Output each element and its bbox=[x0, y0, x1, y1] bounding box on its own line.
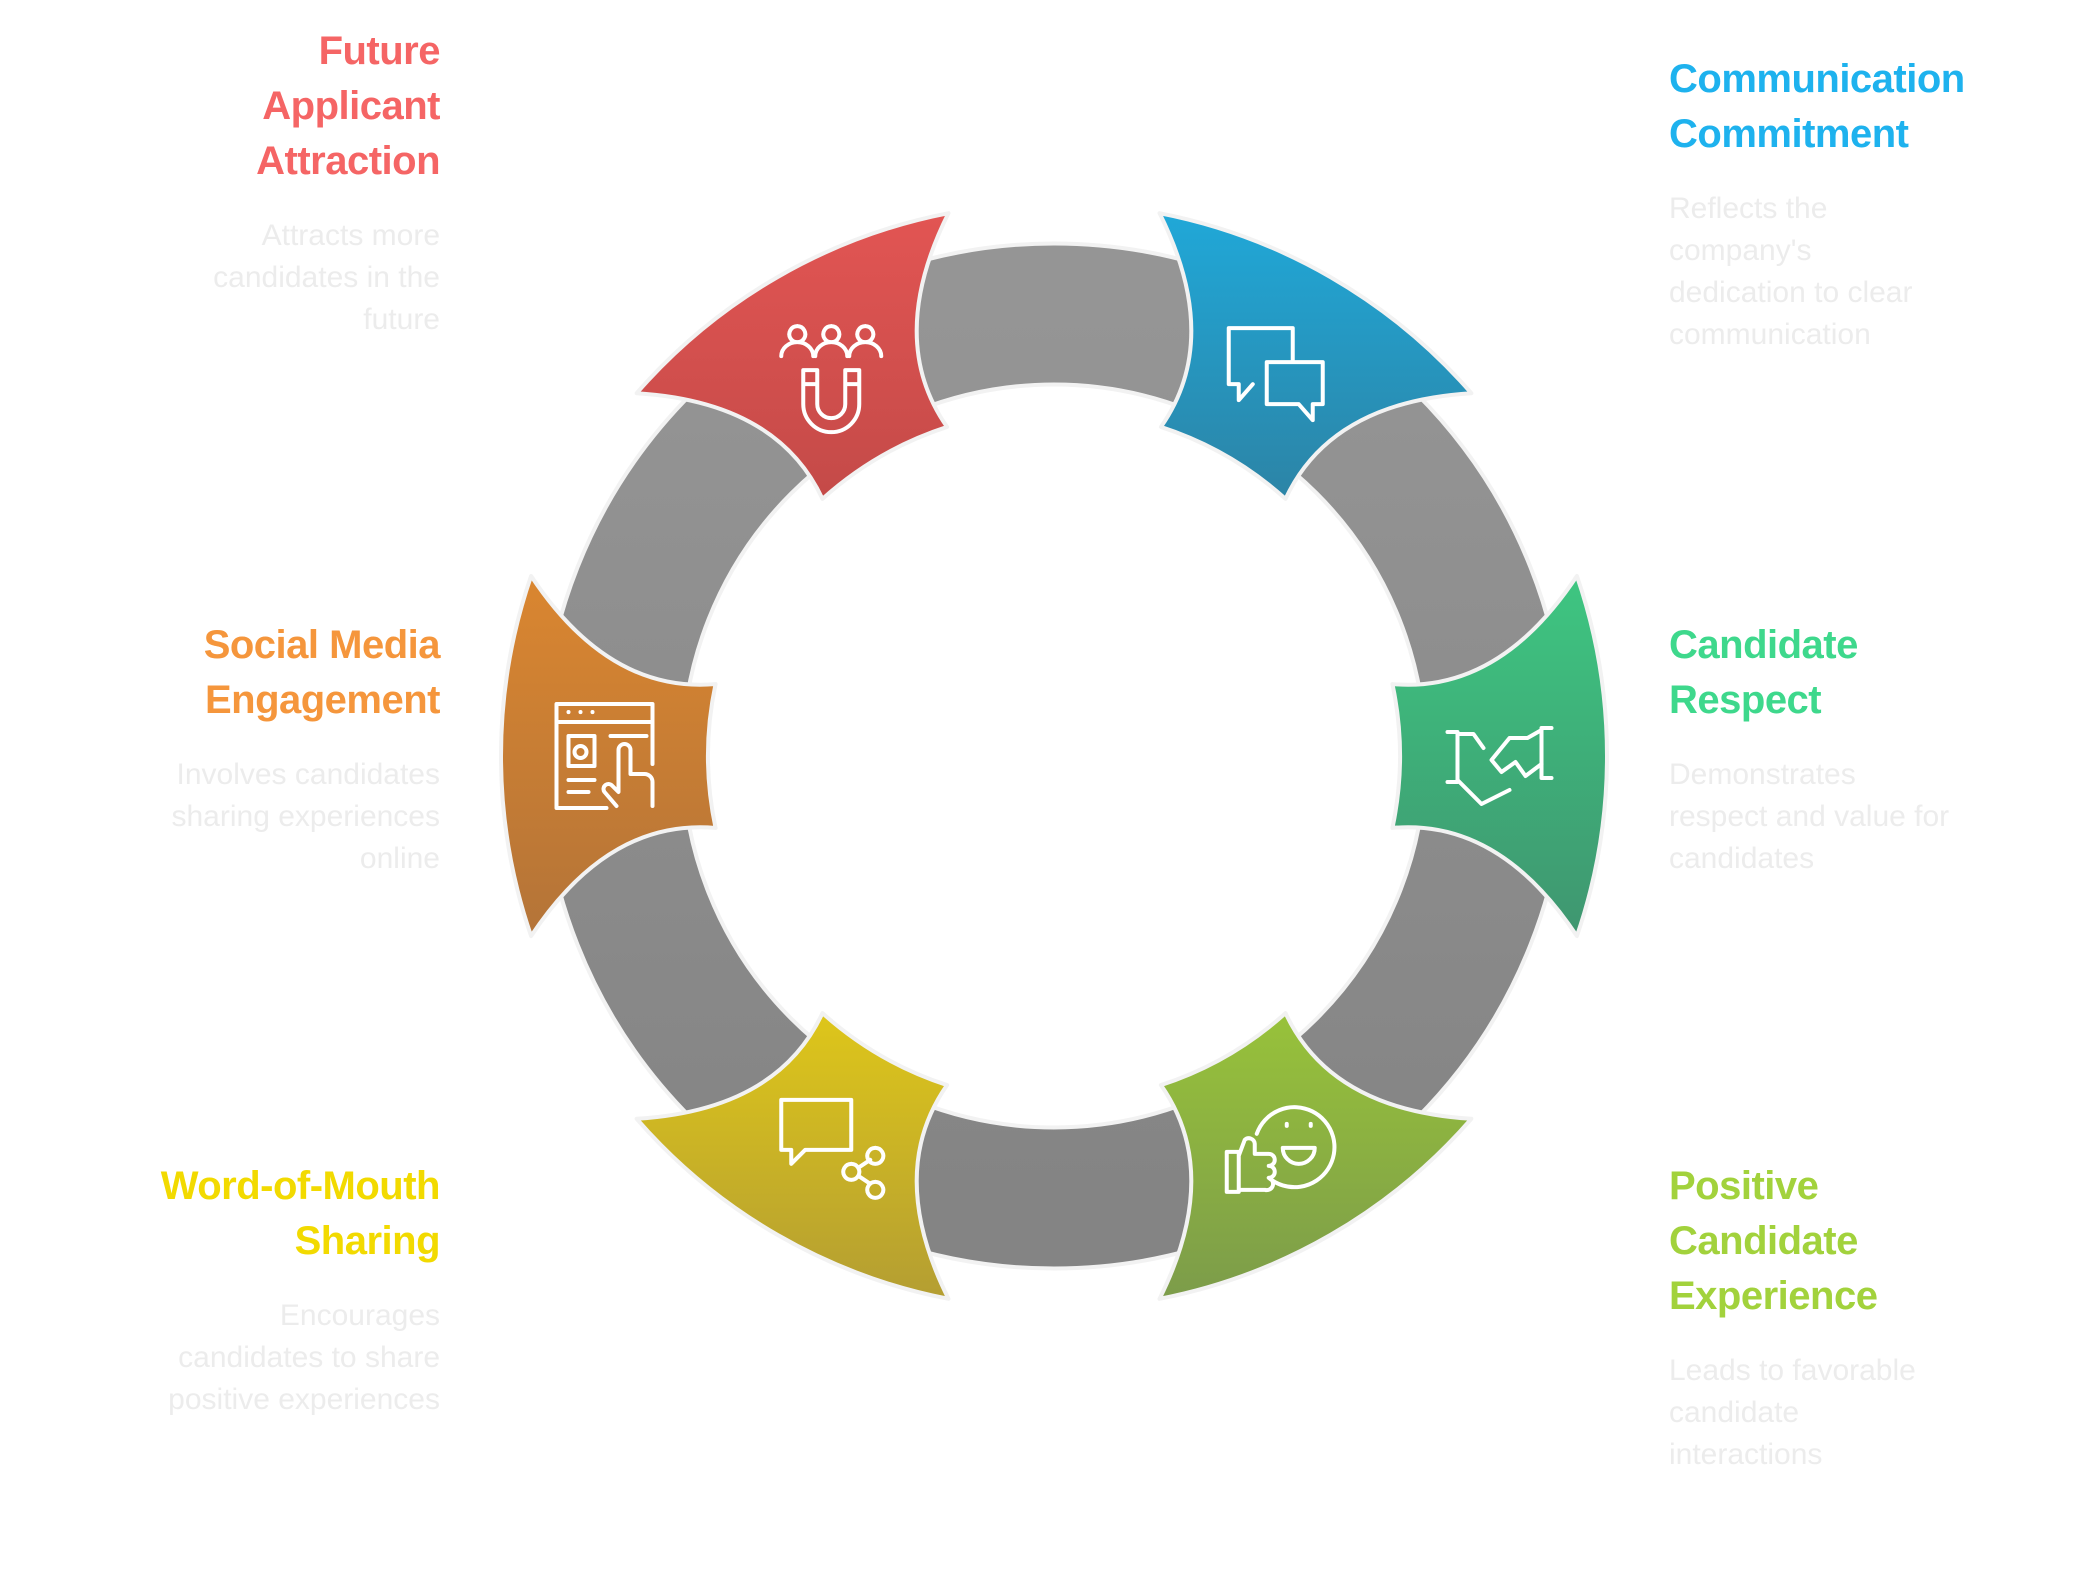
desc-line: candidates in the bbox=[213, 261, 440, 294]
title-line: Social Media bbox=[203, 623, 441, 667]
segments bbox=[499, 211, 1609, 1301]
desc-line: sharing experiences bbox=[171, 800, 441, 833]
title-line: Commitment bbox=[1669, 112, 1909, 156]
desc-line: respect and value for bbox=[1669, 800, 1950, 833]
segment-future-applicant-attraction bbox=[634, 211, 951, 501]
desc-line: candidates bbox=[1669, 842, 1815, 875]
segment-candidate-respect bbox=[1390, 573, 1609, 939]
segment-social-media-engagement bbox=[499, 573, 718, 939]
web-profile-click-icon bbox=[554, 702, 655, 810]
thumbs-up-smile-icon bbox=[1224, 1105, 1337, 1194]
title-line: Attraction bbox=[256, 139, 440, 183]
desc-line: dedication to clear bbox=[1669, 276, 1913, 309]
chat-share-icon bbox=[779, 1097, 886, 1200]
desc-line: future bbox=[363, 303, 440, 336]
desc-line: positive experiences bbox=[168, 1383, 440, 1416]
segment-positive-candidate-experience bbox=[1157, 1011, 1474, 1301]
desc-line: company's bbox=[1669, 234, 1812, 267]
segment-communication-commitment bbox=[1157, 211, 1474, 501]
handshake-icon bbox=[1445, 726, 1554, 806]
item-description: Involves candidates sharing experiences on… bbox=[20, 754, 441, 880]
title-line: Engagement bbox=[204, 678, 441, 722]
title-line: Candidate bbox=[1669, 623, 1858, 667]
gray-ring bbox=[543, 245, 1565, 1267]
desc-line: Involves candidates bbox=[176, 758, 441, 791]
item-description: Reflects the company's dedication to clear… bbox=[1669, 188, 2089, 356]
title-line: Sharing bbox=[294, 1219, 441, 1263]
title-line: Positive bbox=[1669, 1164, 1819, 1208]
title-line: Applicant bbox=[262, 84, 440, 128]
title-line: Experience bbox=[1669, 1274, 1878, 1318]
title-line: Communication bbox=[1669, 57, 1965, 101]
title-line: Candidate bbox=[1669, 1219, 1858, 1263]
desc-line: candidates to share bbox=[178, 1341, 440, 1374]
item-description: Leads to favorable candidate interactions bbox=[1669, 1350, 2089, 1476]
item-description: Attracts more candidates in the future bbox=[20, 215, 440, 341]
desc-line: online bbox=[359, 842, 440, 875]
desc-line: interactions bbox=[1669, 1438, 1823, 1471]
desc-line: Attracts more bbox=[261, 219, 440, 252]
title-line: Future bbox=[318, 29, 441, 73]
desc-line: Reflects the bbox=[1669, 192, 1828, 225]
item-description: Demonstrates respect and value for candida… bbox=[1669, 754, 2089, 880]
desc-line: communication bbox=[1669, 318, 1871, 351]
desc-line: Leads to favorable bbox=[1669, 1354, 1916, 1387]
title-line: Word-of-Mouth bbox=[160, 1164, 441, 1208]
desc-line: candidate bbox=[1669, 1396, 1800, 1429]
chat-bubbles-icon bbox=[1226, 326, 1325, 423]
item-description: Encourages candidates to share positive ex… bbox=[20, 1295, 440, 1421]
title-line: Respect bbox=[1669, 678, 1822, 722]
desc-line: Demonstrates bbox=[1669, 758, 1856, 791]
desc-line: Encourages bbox=[279, 1299, 440, 1332]
people-magnet-icon bbox=[779, 324, 884, 435]
